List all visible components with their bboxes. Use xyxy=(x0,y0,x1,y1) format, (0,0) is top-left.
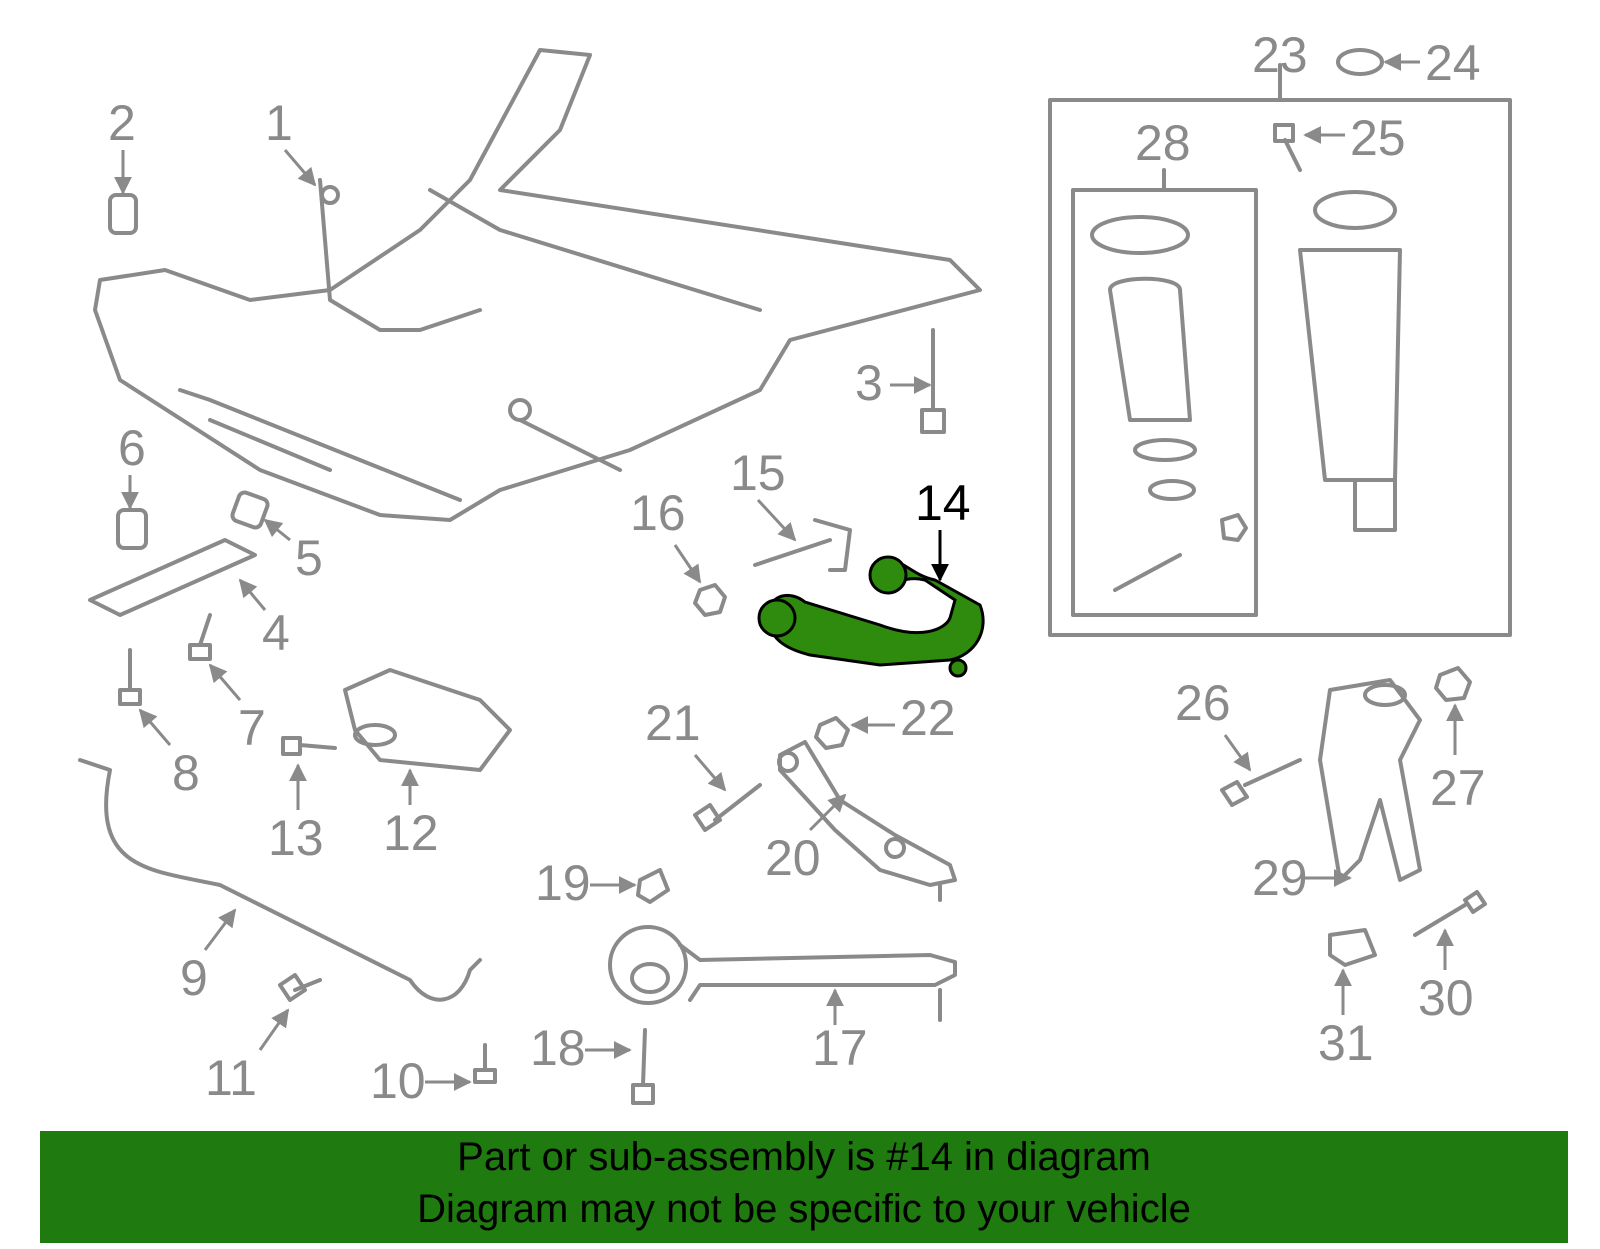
part-23-air-spring xyxy=(1298,190,1402,532)
callout-9: 9 xyxy=(180,950,208,1006)
callout-26: 26 xyxy=(1175,675,1231,731)
part-27-nut xyxy=(1434,666,1472,702)
callout-30: 30 xyxy=(1418,970,1474,1026)
part-6-bushing xyxy=(116,508,148,550)
callout-22: 22 xyxy=(900,690,956,746)
callout-7: 7 xyxy=(238,700,266,756)
part-12-mount xyxy=(343,668,512,772)
part-29-knuckle xyxy=(1318,678,1422,882)
part-19-clip xyxy=(636,868,670,904)
part-30-bolt xyxy=(1413,890,1487,937)
callout-12: 12 xyxy=(383,805,439,861)
part-9-stabilizer-bar xyxy=(78,758,482,1002)
info-banner: Part or sub-assembly is #14 in diagram D… xyxy=(40,1131,1568,1243)
callout-3: 3 xyxy=(855,355,883,411)
callout-24: 24 xyxy=(1425,35,1481,91)
callout-29: 29 xyxy=(1252,850,1308,906)
part-17-lower-arm xyxy=(608,925,957,1022)
callout-8: 8 xyxy=(172,745,200,801)
callout-labels: 1 2 3 4 5 6 7 8 9 10 11 12 13 14 15 16 1… xyxy=(108,27,1486,1109)
part-31-nut xyxy=(1328,928,1377,967)
part-7-bolt xyxy=(188,613,212,661)
callout-4: 4 xyxy=(262,605,290,661)
part-28-dust-boot xyxy=(1090,215,1248,592)
callout-6: 6 xyxy=(118,420,146,476)
part-20-lower-arm xyxy=(777,740,957,902)
callout-28: 28 xyxy=(1135,115,1191,171)
leader-arrows xyxy=(114,53,1464,1091)
part-26-bolt xyxy=(1220,758,1302,807)
callout-10: 10 xyxy=(370,1053,426,1109)
callout-11: 11 xyxy=(205,1050,257,1106)
part-15-bolt xyxy=(753,518,852,572)
callout-27: 27 xyxy=(1430,760,1486,816)
banner-line-1: Part or sub-assembly is #14 in diagram xyxy=(457,1135,1151,1179)
callout-20: 20 xyxy=(765,830,821,886)
part-25-bolt xyxy=(1273,123,1302,172)
part-8-bolt xyxy=(118,648,142,706)
callout-31: 31 xyxy=(1318,1015,1374,1071)
callout-17: 17 xyxy=(812,1020,868,1076)
part-14-upper-control-arm xyxy=(757,555,985,678)
callout-18: 18 xyxy=(530,1020,586,1076)
part-2-bushing xyxy=(108,193,138,235)
part-22-nut xyxy=(814,716,850,750)
part-10-bolt xyxy=(473,1043,497,1084)
part-3-bolt xyxy=(920,328,946,434)
callout-23: 23 xyxy=(1252,27,1308,83)
part-18-bolt xyxy=(631,1028,655,1105)
part-13-bolt xyxy=(281,736,337,756)
callout-1: 1 xyxy=(265,95,293,151)
part-11-bolt xyxy=(278,973,322,1002)
callout-2: 2 xyxy=(108,95,136,151)
callout-5: 5 xyxy=(295,530,323,586)
part-5-bushing xyxy=(230,490,270,530)
part-21-bolt xyxy=(693,783,762,832)
subframe-drawing xyxy=(93,48,982,522)
part-23-assembly-box xyxy=(1048,63,1512,637)
callout-14: 14 xyxy=(915,475,971,531)
callout-25: 25 xyxy=(1350,110,1406,166)
callout-13: 13 xyxy=(268,810,324,866)
callout-19: 19 xyxy=(535,855,591,911)
callout-15: 15 xyxy=(730,445,786,501)
callout-21: 21 xyxy=(645,695,701,751)
part-16-nut xyxy=(693,583,727,617)
part-4-bracket xyxy=(88,538,257,617)
callout-16: 16 xyxy=(630,485,686,541)
banner-line-2: Diagram may not be specific to your vehi… xyxy=(417,1187,1191,1231)
part-24-nut xyxy=(1336,48,1384,76)
